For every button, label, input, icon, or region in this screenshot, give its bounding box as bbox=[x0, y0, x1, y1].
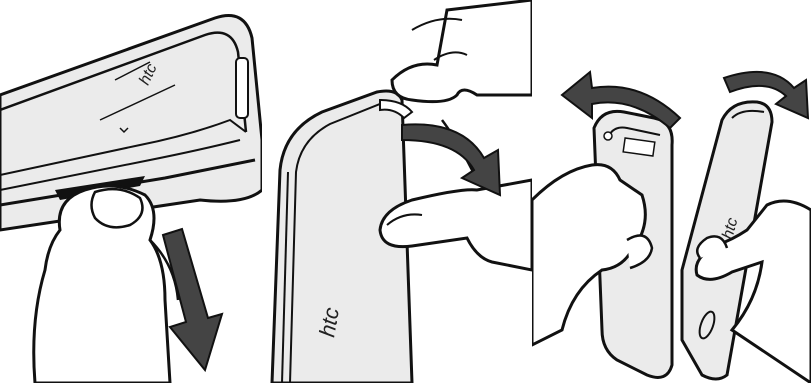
step-3-panel: htc bbox=[532, 0, 811, 383]
step-1-panel: htc bbox=[0, 0, 262, 383]
arrow-down-icon bbox=[163, 229, 222, 370]
step-2-panel: htc bbox=[262, 0, 532, 383]
logo-text-2: htc bbox=[314, 306, 344, 339]
step-2-drawing: htc bbox=[262, 0, 532, 383]
step-3-drawing: htc bbox=[532, 0, 811, 383]
step-1-drawing: htc bbox=[0, 0, 262, 383]
arrow-curve-right-icon bbox=[402, 124, 500, 195]
finger-top-icon bbox=[392, 0, 532, 102]
